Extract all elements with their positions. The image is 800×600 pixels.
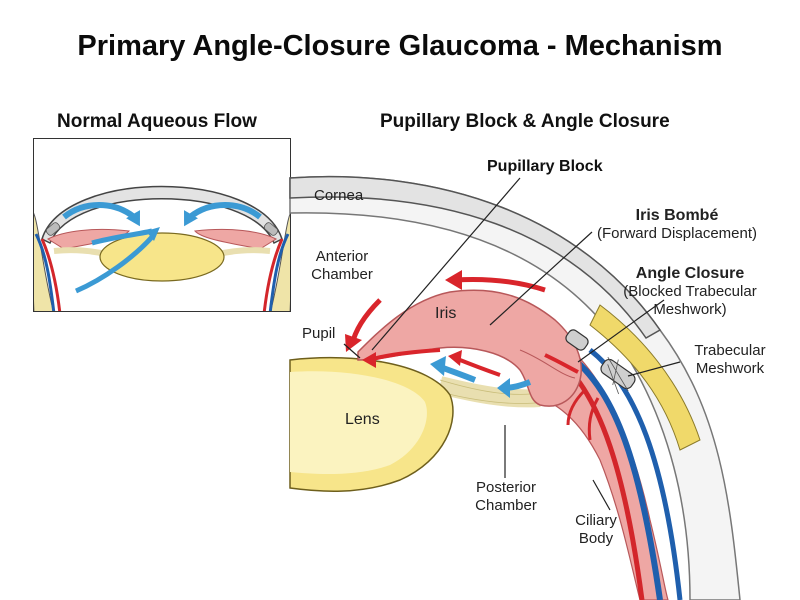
normal-panel-title: Normal Aqueous Flow: [57, 111, 257, 132]
flow-arrow-iris-top: [454, 277, 546, 293]
cornea-label: Cornea: [314, 187, 364, 204]
normal-flow-diagram: [34, 185, 290, 311]
artery-branch-1: [566, 388, 587, 426]
inset-flow-arrow-2: [188, 202, 262, 220]
page-title: Primary Angle-Closure Glaucoma - Mechani…: [77, 30, 723, 62]
pupillary-block-label: Pupillary Block: [487, 158, 603, 175]
anterior-chamber-label-line2: Chamber: [311, 266, 373, 283]
trabecular-meshwork: [565, 329, 636, 395]
zonule-line-2: [439, 391, 546, 404]
trabecular-label-line2: Meshwork: [695, 360, 765, 377]
posterior-chamber-label-line2: Chamber: [475, 497, 537, 514]
trabecular-meshwork-label: Trabecular Meshwork: [680, 342, 780, 378]
inset-flow-arrowhead-2: [184, 210, 198, 227]
flow-arrow-blue-1-head: [430, 356, 446, 376]
angle-closure-subtitle-2: Meshwork): [653, 301, 727, 318]
inset-flow-arrowhead-1: [126, 210, 140, 227]
flow-arrow-blue-2-head: [497, 378, 510, 398]
leader-lines: [343, 177, 681, 511]
trabecular-label-line1: Trabecular: [694, 342, 766, 359]
inset-lens: [99, 232, 225, 282]
vein: [573, 357, 663, 600]
inset-iris-left: [46, 228, 131, 250]
cornea: [289, 175, 662, 339]
iris-label: Iris: [435, 305, 457, 322]
anterior-chamber-label-line1: Anterior: [315, 248, 369, 265]
iris-bombe-title: Iris Bombé: [635, 207, 719, 224]
ciliary-body-label: Ciliary Body: [566, 512, 626, 548]
inset-flow-arrow-1: [62, 202, 136, 220]
posterior-chamber-label-line1: Posterior: [475, 479, 537, 496]
inset-flow-arrow-4: [75, 235, 154, 294]
angle-closure-label: Angle Closure (Blocked Trabecular Meshwo…: [620, 265, 760, 319]
closure-panel-title: Pupillary Block & Angle Closure: [380, 111, 670, 132]
angle-closure-title: Angle Closure: [635, 265, 745, 282]
anterior-chamber-label: Anterior Chamber: [304, 248, 380, 284]
flow-arrow-posterior-head: [448, 350, 462, 366]
inset-artery-left: [40, 238, 62, 311]
flow-arrow-angle: [544, 353, 579, 374]
zonules: [437, 376, 541, 408]
inset-trabecular-right: [263, 222, 279, 236]
normal-flow-inset: [33, 138, 291, 312]
artery-branch-2: [587, 397, 600, 441]
iris-bombe-subtitle: (Forward Displacement): [596, 225, 758, 242]
inset-vein-left: [34, 233, 56, 311]
iris-bombe-label: Iris Bombé (Forward Displacement): [582, 207, 772, 243]
angle-closure-subtitle-1: (Blocked Trabecular: [623, 283, 757, 300]
iris-fold: [519, 349, 576, 379]
inset-trabecular-left: [45, 222, 61, 236]
posterior-chamber-label: Posterior Chamber: [466, 479, 546, 515]
lens-label: Lens: [345, 411, 380, 428]
ciliary-body-label-line2: Body: [578, 530, 614, 547]
inset-flow-arrowhead-4: [146, 227, 160, 241]
scleral-spur-region: [589, 304, 701, 451]
ciliary-body-label-line1: Ciliary: [575, 512, 617, 529]
inset-vein-right: [268, 233, 290, 311]
lens-core: [290, 371, 427, 475]
flow-arrow-blocked-head: [362, 352, 376, 368]
inset-artery-right: [262, 238, 284, 311]
inset-iris-right: [193, 228, 278, 250]
pupil-label: Pupil: [302, 325, 336, 342]
flow-arrow-iris-top-head: [445, 270, 462, 290]
flow-arrow-pupil-head: [345, 334, 362, 352]
iris: [357, 289, 582, 407]
